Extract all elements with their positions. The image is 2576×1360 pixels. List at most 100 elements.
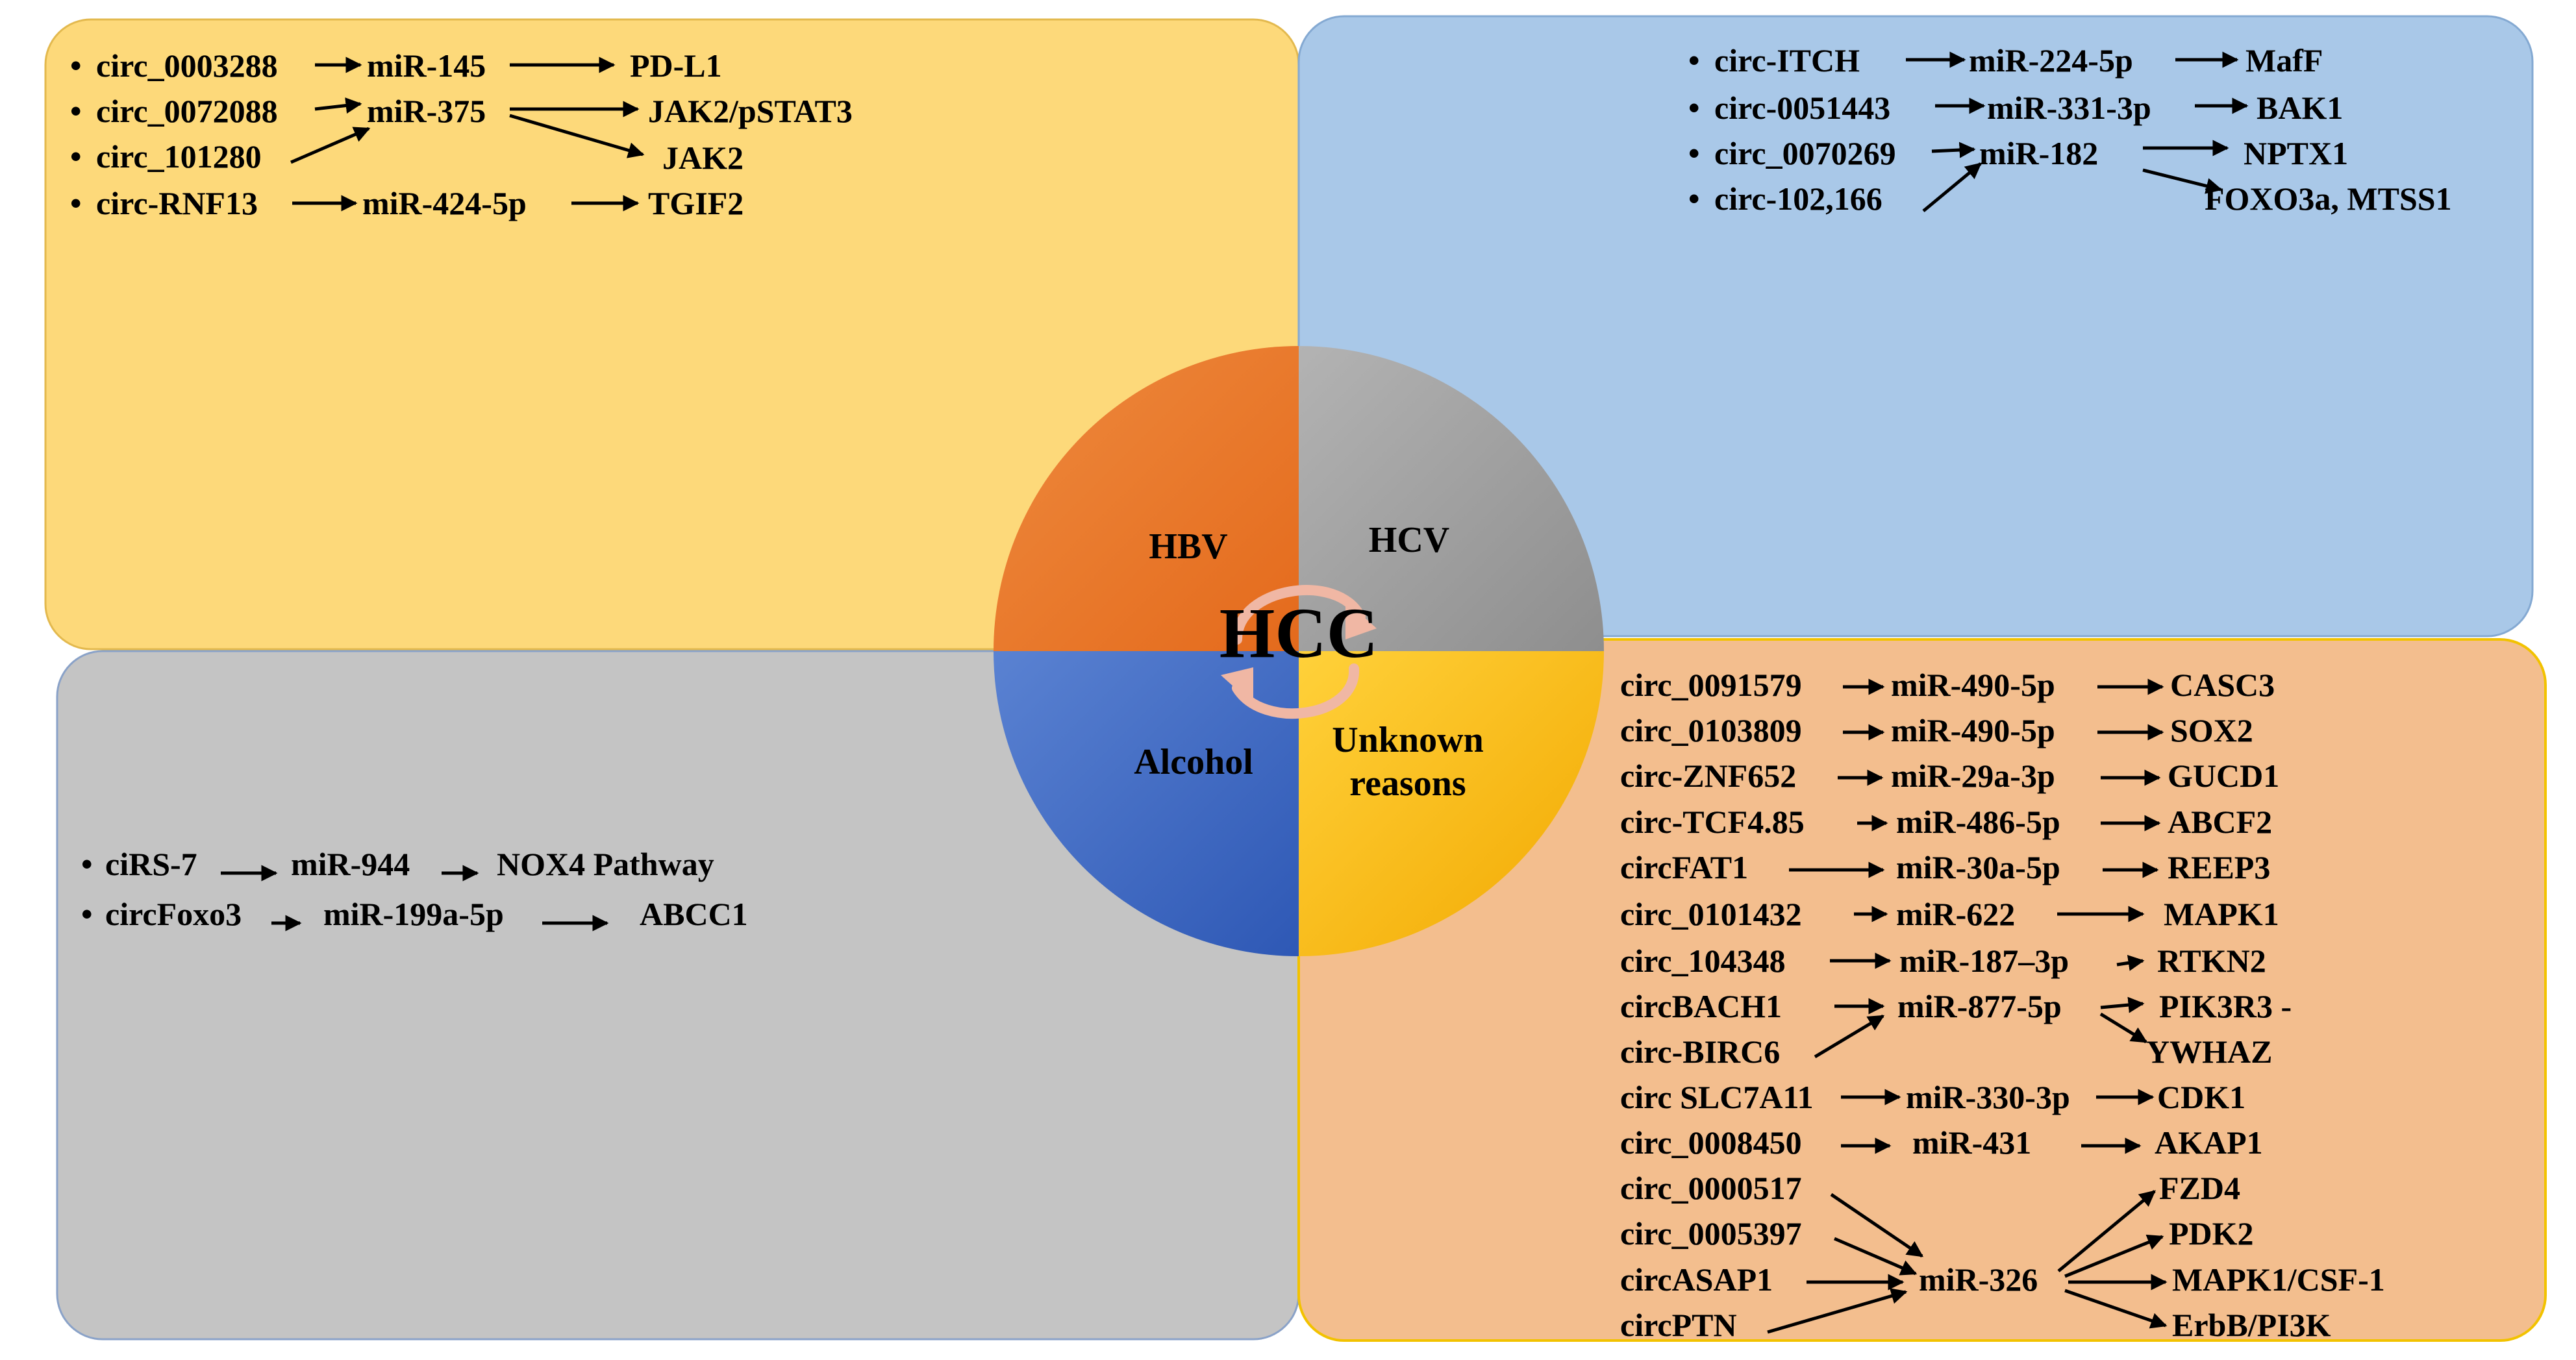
hcv-label: HCV <box>1369 520 1449 560</box>
mirna-label: miR-944 <box>291 846 410 882</box>
arrow <box>2057 1190 2156 1272</box>
circrna-label: circ_0070269 <box>1714 135 1896 171</box>
circrna-label: ciRS-7 <box>105 846 197 882</box>
target-label: JAK2 <box>662 140 744 176</box>
circrna-label: circBACH1 <box>1620 988 1782 1024</box>
arrow <box>1922 162 1982 212</box>
bullet: • <box>70 47 82 84</box>
mirna-label: miR-490-5p <box>1891 712 2055 748</box>
circrna-label: circ-102,166 <box>1714 180 1882 217</box>
arrow <box>509 114 645 158</box>
arrow <box>2064 1289 2168 1329</box>
target-label: FZD4 <box>2159 1170 2240 1206</box>
target-label: TGIF2 <box>648 185 744 221</box>
target-label: AKAP1 <box>2155 1124 2263 1161</box>
arrow <box>1767 1288 1908 1334</box>
target-label: BAK1 <box>2257 90 2343 126</box>
unknown-wedge <box>1299 651 1604 956</box>
arrow <box>2064 1234 2164 1278</box>
target-label: PIK3R3 - <box>2159 988 2292 1024</box>
circrna-label: circPTN <box>1620 1307 1737 1343</box>
target-label: JAK2/pSTAT3 <box>648 93 853 129</box>
hbv-wedge <box>994 346 1299 651</box>
circrna-label: circ-BIRC6 <box>1620 1033 1780 1070</box>
bullet: • <box>70 185 82 221</box>
circrna-label: circ-ZNF652 <box>1620 758 1796 794</box>
cycle-arrowhead-icon <box>1345 600 1377 639</box>
target-label: REEP3 <box>2168 849 2270 885</box>
mirna-label: miR-490-5p <box>1891 667 2055 703</box>
circrna-label: circ_0101432 <box>1620 896 1802 932</box>
arrow <box>314 97 362 114</box>
circrna-label: circ_0072088 <box>96 93 278 129</box>
target-label: MafF <box>2245 42 2323 79</box>
mirna-label: miR-877-5p <box>1897 988 2062 1024</box>
target-label: ABCF2 <box>2168 804 2272 840</box>
bullet: • <box>1688 180 1700 217</box>
target-label: ABCC1 <box>640 896 748 932</box>
bullet: • <box>70 93 82 129</box>
target-label: PDK2 <box>2169 1215 2254 1252</box>
mirna-label: miR-375 <box>367 93 486 129</box>
circrna-label: circ SLC7A11 <box>1620 1079 1814 1115</box>
arrow <box>2116 954 2145 971</box>
target-label: NOX4 Pathway <box>497 846 714 882</box>
hcc-pie <box>994 346 1604 956</box>
mirna-label: miR-331-3p <box>1987 90 2151 126</box>
circrna-label: circ_0091579 <box>1620 667 1802 703</box>
target-label: YWHAZ <box>2146 1033 2272 1070</box>
bullet: • <box>70 138 82 175</box>
circrna-label: circ_0103809 <box>1620 712 1802 748</box>
hcv-panel <box>1297 15 2534 637</box>
target-label: CASC3 <box>2170 667 2275 703</box>
hcv-pathways: • circ-ITCH miR-224-5p MafF • circ-00514… <box>1688 42 2452 217</box>
circrna-label: circASAP1 <box>1620 1261 1773 1298</box>
target-label: MAPK1 <box>2164 896 2279 932</box>
target-label: NPTX1 <box>2244 135 2348 171</box>
arrow <box>2142 168 2223 194</box>
unknown-label-line2: reasons <box>1349 763 1466 804</box>
mirna-label: miR-29a-3p <box>1891 758 2055 794</box>
arrow <box>1834 1237 1918 1276</box>
target-label: SOX2 <box>2170 712 2253 748</box>
target-label: PD-L1 <box>630 47 722 84</box>
alcohol-pathways: • ciRS-7 miR-944 NOX4 Pathway • circFoxo… <box>81 846 748 932</box>
arrow <box>1931 142 1976 158</box>
circrna-label: circ-TCF4.85 <box>1620 804 1805 840</box>
circrna-label: circFAT1 <box>1620 849 1748 885</box>
target-label: FOXO3a, MTSS1 <box>2205 180 2452 217</box>
circrna-label: circ-ITCH <box>1714 42 1860 79</box>
circrna-label: circ_0005397 <box>1620 1215 1802 1252</box>
alcohol-label: Alcohol <box>1134 742 1253 782</box>
circrna-label: circ_104348 <box>1620 943 1786 979</box>
arrow <box>1830 1193 1924 1258</box>
unknown-label-line1: Unknown <box>1332 720 1483 760</box>
hbv-pathways: • circ_0003288 miR-145 PD-L1 • circ_0072… <box>70 47 853 221</box>
circrna-label: circ_0008450 <box>1620 1124 1802 1161</box>
hcv-wedge <box>1299 346 1604 651</box>
hbv-label: HBV <box>1149 526 1227 567</box>
target-label: MAPK1/CSF-1 <box>2172 1261 2385 1298</box>
circrna-label: circFoxo3 <box>105 896 242 932</box>
circrna-label: circ_101280 <box>96 138 262 175</box>
mirna-label: miR-182 <box>1979 135 2098 171</box>
arrow <box>2099 1012 2148 1044</box>
unknown-pathways: circ_0091579 miR-490-5p CASC3 circ_01038… <box>1620 667 2385 1343</box>
bullet: • <box>1688 90 1700 126</box>
mirna-label: miR-326 <box>1919 1261 2038 1298</box>
hcc-title: HCC <box>1219 593 1378 673</box>
target-label: ErbB/PI3K <box>2172 1307 2331 1343</box>
bullet: • <box>81 896 93 932</box>
target-label: GUCD1 <box>2168 758 2279 794</box>
bullet: • <box>1688 42 1700 79</box>
circrna-label: circ-0051443 <box>1714 90 1890 126</box>
arrow <box>2100 996 2145 1013</box>
mirna-label: miR-224-5p <box>1969 42 2133 79</box>
circrna-label: circ_0000517 <box>1620 1170 1802 1206</box>
unknown-panel <box>1297 638 2547 1342</box>
arrow <box>290 127 371 164</box>
mirna-label: miR-431 <box>1912 1124 2031 1161</box>
circrna-label: circ_0003288 <box>96 47 278 84</box>
circrna-label: circ-RNF13 <box>96 185 258 221</box>
